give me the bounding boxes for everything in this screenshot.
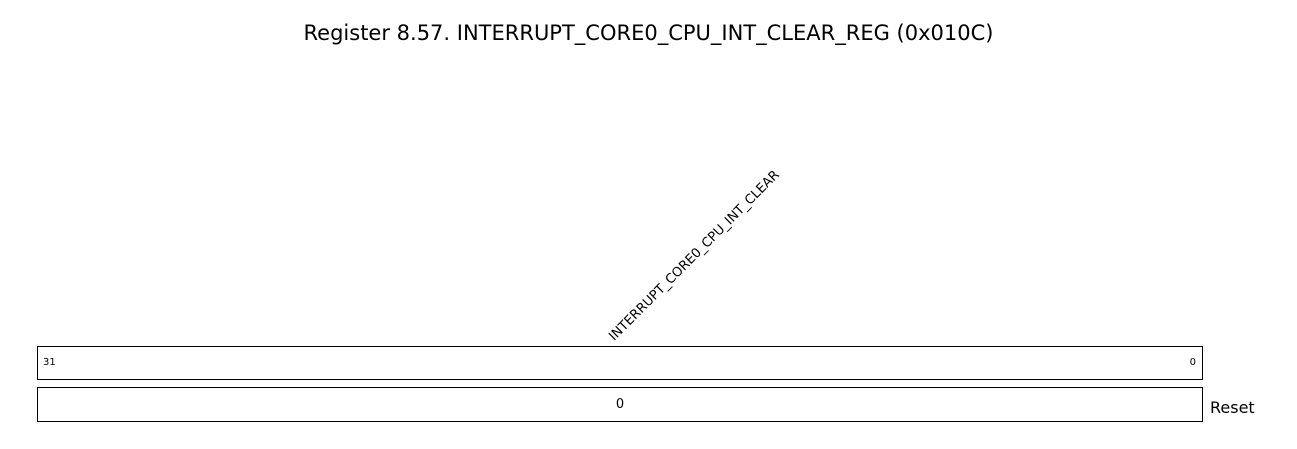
field-name-label: INTERRUPT_CORE0_CPU_INT_CLEAR [606, 167, 783, 344]
reset-value: 0 [615, 396, 625, 412]
register-caption: Register 8.57. INTERRUPT_CORE0_CPU_INT_C… [303, 21, 994, 45]
bit-range-row: 31 0 [37, 346, 1203, 380]
bit-low-index: 0 [1189, 357, 1196, 368]
reset-value-row: 0 [37, 387, 1203, 422]
bit-high-index: 31 [43, 357, 56, 368]
reset-label: Reset [1210, 398, 1255, 417]
